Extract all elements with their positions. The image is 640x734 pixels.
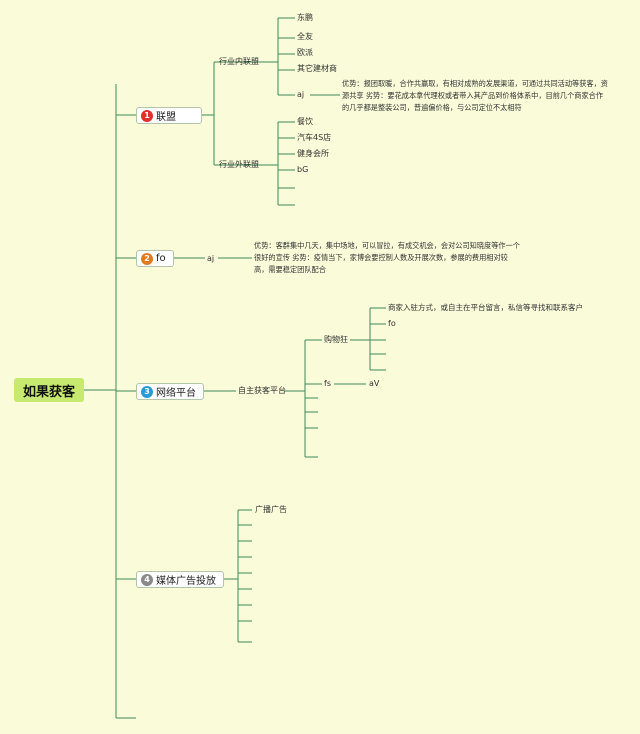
node-item[interactable]: 其它建材商	[297, 64, 337, 73]
node-item[interactable]: 健身会所	[297, 149, 329, 158]
node-industry-in[interactable]: 行业内联盟	[219, 57, 259, 66]
node-shopping[interactable]: 购物狂	[324, 335, 348, 344]
node-radio-ad[interactable]: 广播广告	[255, 505, 287, 514]
node-item[interactable]: 商家入驻方式，或自主在平台留言，私信等寻找和联系客户	[388, 303, 583, 312]
node-item[interactable]: bG	[297, 165, 309, 174]
node-item[interactable]: aj	[297, 90, 305, 99]
node-industry-out[interactable]: 行业外联盟	[219, 160, 259, 169]
branch-media-ads[interactable]: 4 媒体广告投放	[136, 571, 224, 588]
node-item[interactable]: 全友	[297, 32, 313, 41]
branch-fo[interactable]: 2 fo	[136, 250, 174, 267]
node-item[interactable]: fo	[388, 319, 396, 328]
branch-label: 网络平台	[156, 388, 196, 399]
branch-alliance[interactable]: 1 联盟	[136, 107, 202, 124]
note-fo-pros-cons: 优势：客群集中几天，集中场地，可以冒拉，有成交机会，会对公司知晓度等作一个很好的…	[254, 241, 520, 274]
node-item[interactable]: 东鹏	[297, 13, 313, 22]
branch-network-platform[interactable]: 3 网络平台	[136, 383, 204, 400]
node-self-platform[interactable]: 自主获客平台	[238, 386, 286, 395]
number-1-icon: 1	[141, 109, 153, 122]
number-2-icon: 2	[141, 252, 153, 265]
node-item[interactable]: 欧派	[297, 48, 313, 57]
node-fs[interactable]: fs	[324, 379, 331, 388]
branch-label: 媒体广告投放	[156, 576, 216, 587]
node-item[interactable]: 餐饮	[297, 117, 313, 126]
branch-label: 联盟	[156, 112, 176, 123]
number-3-icon: 3	[141, 385, 153, 398]
node-item[interactable]: 汽车4S店	[297, 133, 332, 142]
node-aj[interactable]: aj	[207, 254, 215, 263]
branch-label: fo	[156, 253, 166, 264]
node-av[interactable]: aV	[369, 379, 380, 388]
note-alliance-pros-cons: 优势：报团取暖，合作共赢取，有相对成熟的发展渠道，可通过共同活动等获客，资源共享…	[342, 79, 608, 112]
root-node[interactable]: 如果获客	[14, 378, 84, 402]
number-4-icon: 4	[141, 573, 153, 586]
